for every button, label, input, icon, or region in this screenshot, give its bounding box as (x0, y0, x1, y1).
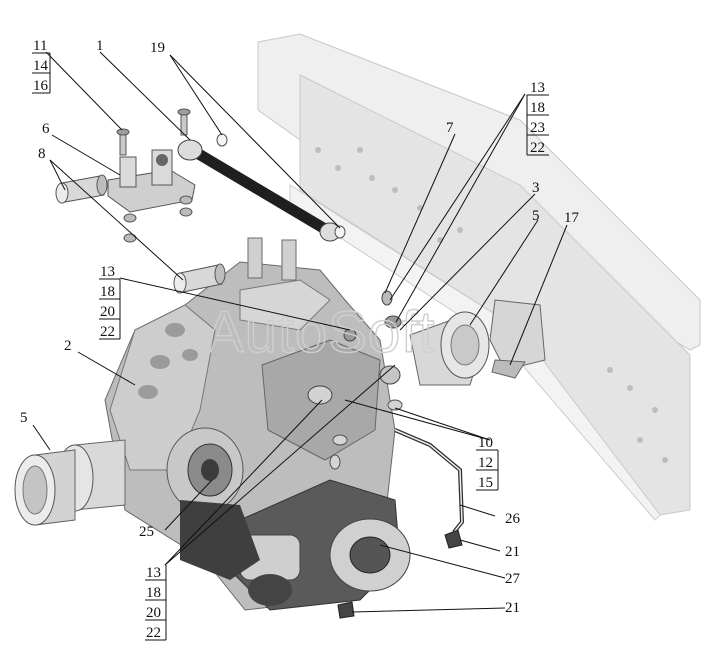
label-17: 17 (564, 210, 580, 226)
label-18-mid: 18 (100, 284, 115, 300)
label-27: 27 (505, 571, 521, 587)
label-5-left: 5 (20, 410, 28, 426)
label-1: 1 (96, 38, 104, 54)
label-23: 23 (530, 120, 545, 136)
label-25: 25 (139, 524, 154, 540)
watermark: AutoSoft (205, 300, 435, 365)
bolt-11 (116, 108, 191, 156)
output-flange-left (14, 439, 126, 526)
label-10: 10 (478, 435, 493, 451)
label-6: 6 (42, 121, 50, 137)
transfer-case-housing (104, 237, 411, 611)
label-13-bottom: 13 (146, 565, 161, 581)
label-13-mid: 13 (100, 264, 115, 280)
label-13-top: 13 (530, 80, 545, 96)
torque-rod (177, 133, 346, 242)
label-2: 2 (64, 338, 72, 354)
hose-26 (394, 428, 465, 534)
leader-lines (32, 51, 568, 613)
label-20-mid: 20 (100, 304, 115, 320)
bracket-17 (489, 299, 546, 379)
label-3: 3 (532, 180, 540, 196)
label-20-bottom: 20 (146, 605, 161, 621)
label-15: 15 (478, 475, 493, 491)
pin-8-upper (55, 174, 108, 204)
label-22-bottom: 22 (146, 625, 161, 641)
label-18-bottom: 18 (146, 585, 161, 601)
fitting-21 (337, 529, 463, 619)
callout-labels: 11 14 16 1 19 6 8 13 18 23 22 7 3 5 17 1… (20, 38, 580, 641)
bracket-6 (107, 149, 196, 243)
label-18-top: 18 (530, 100, 545, 116)
label-5-right: 5 (532, 208, 540, 224)
pin-8-lower (173, 263, 226, 294)
label-8: 8 (38, 146, 46, 162)
label-22-mid: 22 (100, 324, 115, 340)
label-14: 14 (33, 58, 49, 74)
fasteners (307, 290, 402, 405)
label-19: 19 (150, 40, 165, 56)
label-7: 7 (446, 120, 454, 136)
label-16: 16 (33, 78, 49, 94)
label-21-lower: 21 (505, 600, 520, 616)
output-flange-right (409, 311, 490, 386)
label-26: 26 (505, 511, 521, 527)
label-separators (32, 52, 549, 641)
label-11: 11 (33, 38, 47, 54)
label-12: 12 (478, 455, 493, 471)
label-21-upper: 21 (505, 544, 520, 560)
label-22-top: 22 (530, 140, 545, 156)
